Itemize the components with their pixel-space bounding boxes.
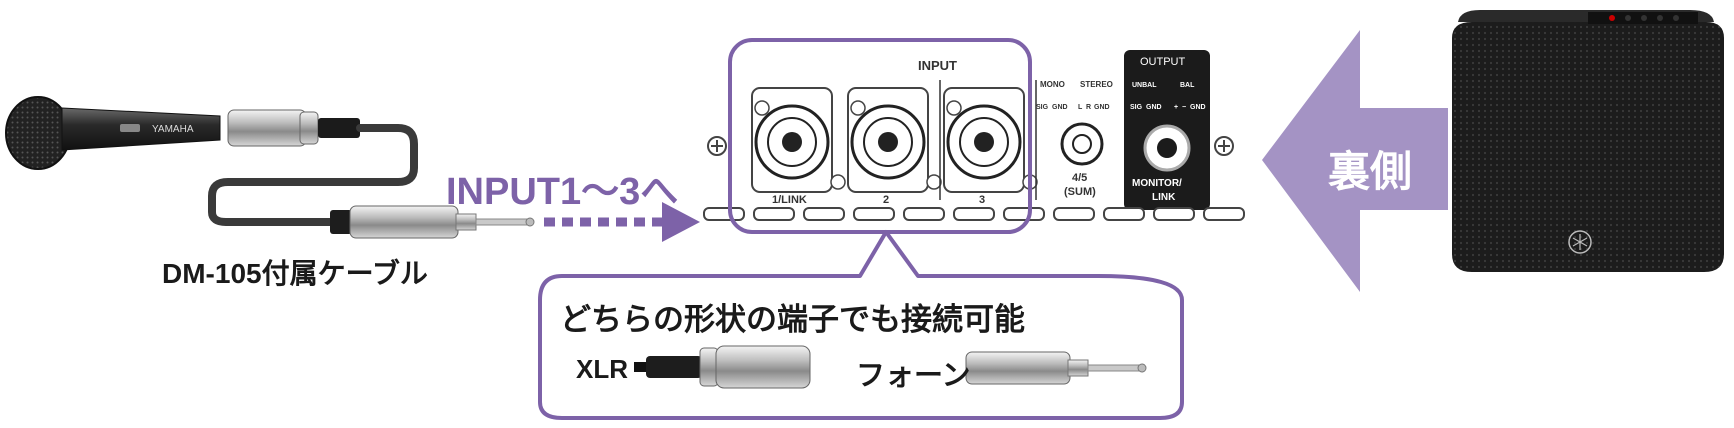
panel-minus-label: − bbox=[1182, 104, 1187, 111]
phone-plug bbox=[330, 205, 535, 239]
mic-cable bbox=[208, 124, 418, 226]
panel-sum-label: (SUM) bbox=[1064, 186, 1096, 198]
panel-ch1-label: 1/LINK bbox=[772, 194, 807, 206]
panel-mono-label: MONO bbox=[1040, 80, 1065, 89]
combo-jack-2 bbox=[847, 87, 929, 193]
callout-phone-plug bbox=[965, 351, 1147, 385]
output-block bbox=[1124, 50, 1210, 210]
panel-stereo-label: STEREO bbox=[1080, 80, 1113, 89]
input-target-label: INPUT1～3へ bbox=[446, 171, 679, 213]
yamaha-logo-icon bbox=[1568, 230, 1592, 254]
callout bbox=[538, 230, 1184, 420]
microphone: YAMAHA bbox=[5, 96, 221, 170]
panel-link-label: LINK bbox=[1152, 192, 1176, 203]
sum-jack bbox=[1060, 122, 1104, 166]
panel-sig2-label: SIG bbox=[1130, 104, 1143, 111]
mic-xlr-connector bbox=[227, 109, 360, 147]
panel-45-label: 4/5 bbox=[1072, 172, 1088, 184]
panel-l-label: L bbox=[1078, 104, 1083, 111]
panel-feet bbox=[703, 207, 1245, 221]
panel-bal-label: BAL bbox=[1180, 82, 1195, 89]
screw-icon bbox=[1214, 136, 1234, 156]
input-highlight-box bbox=[728, 38, 1032, 234]
speaker bbox=[1452, 10, 1724, 272]
panel-plus-label: + bbox=[1174, 104, 1179, 111]
panel-unbal-label: UNBAL bbox=[1132, 82, 1157, 89]
panel-sig-label: SIG bbox=[1036, 104, 1049, 111]
panel-ch2-label: 2 bbox=[883, 194, 890, 206]
panel-gnd4-label: GND bbox=[1190, 104, 1206, 111]
combo-jack-1 bbox=[751, 87, 833, 193]
panel-r-label: R bbox=[1086, 104, 1092, 111]
panel-gnd3-label: GND bbox=[1146, 104, 1162, 111]
panel-monitor-label: MONITOR/ bbox=[1132, 178, 1182, 189]
xlr-label: XLR bbox=[576, 354, 628, 384]
cable-label: DM-105付属ケーブル bbox=[162, 258, 428, 289]
callout-xlr-connector bbox=[634, 345, 811, 389]
dotted-arrow bbox=[544, 202, 700, 242]
mic-brand: YAMAHA bbox=[152, 124, 194, 135]
panel-input-title: INPUT bbox=[918, 58, 957, 73]
rear-panel bbox=[703, 50, 1245, 221]
screw-icon bbox=[707, 136, 727, 156]
back-side-label: 裏側 bbox=[1328, 148, 1413, 195]
back-side-arrow-fill bbox=[1262, 30, 1448, 292]
panel-output-title: OUTPUT bbox=[1140, 56, 1186, 68]
callout-title: どちらの形状の端子でも接続可能 bbox=[560, 302, 1025, 337]
panel-ch3-label: 3 bbox=[979, 194, 986, 206]
panel-gnd2-label: GND bbox=[1094, 104, 1110, 111]
panel-gnd-label: GND bbox=[1052, 104, 1068, 111]
phone-label: フォーン bbox=[856, 360, 971, 392]
combo-jack-3 bbox=[943, 87, 1025, 193]
